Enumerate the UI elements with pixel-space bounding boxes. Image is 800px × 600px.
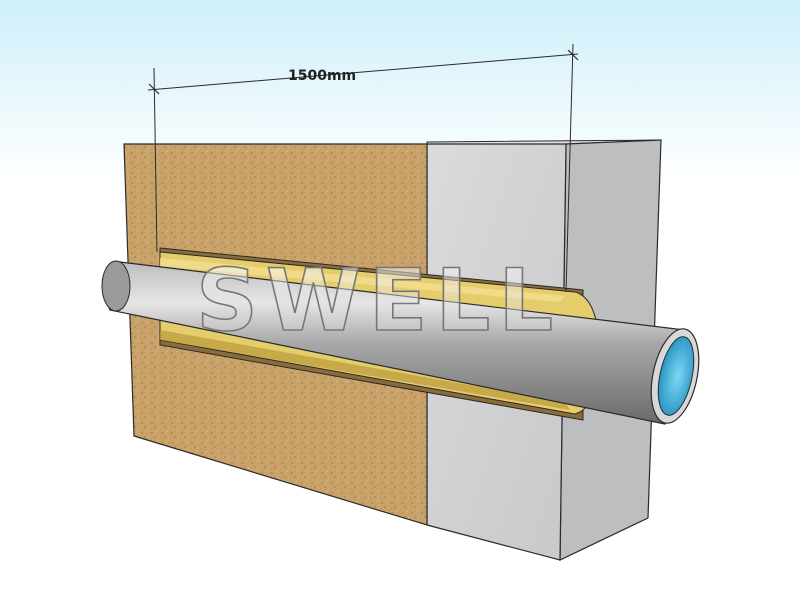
dimension-tick-left [148, 83, 160, 95]
pipe-bore [657, 336, 695, 416]
dimension-extension-left [153, 67, 158, 253]
dimension-annotation: 1500mm [147, 43, 579, 293]
insulation-highlight [160, 258, 565, 302]
pipe-left-end [101, 260, 131, 312]
dimension-extension-right [565, 43, 574, 293]
dimension-tick-right [567, 49, 579, 61]
dimension-label: 1500mm [288, 68, 356, 84]
watermark-logo: SWELL [196, 251, 561, 351]
insulation-shadow [160, 330, 570, 410]
dimension-line [147, 53, 579, 91]
